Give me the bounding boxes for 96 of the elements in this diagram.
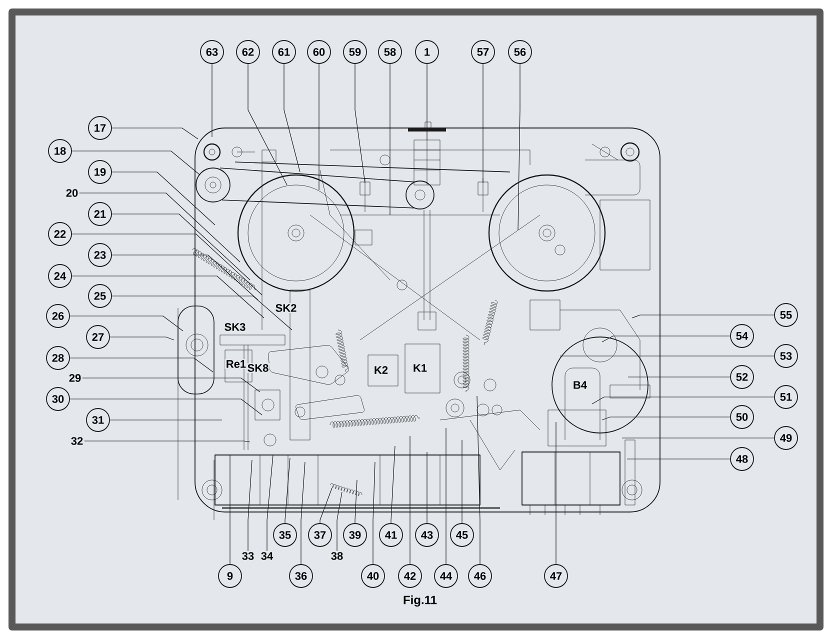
callout-number: 24 xyxy=(48,264,72,288)
part-label: B4 xyxy=(572,380,588,390)
leader-line xyxy=(602,416,730,420)
callout-number: 63 xyxy=(200,40,224,64)
callout-number: 31 xyxy=(86,408,110,432)
callout-number: 32 xyxy=(70,436,84,446)
leader-line xyxy=(476,396,480,564)
callout-number: 60 xyxy=(307,40,331,64)
leader-line xyxy=(632,314,774,318)
callout-number: 39 xyxy=(343,523,367,547)
part-label: SK2 xyxy=(274,303,298,313)
callout-number: 28 xyxy=(46,346,70,370)
callout-number: 44 xyxy=(434,564,458,588)
callout-number: 59 xyxy=(343,40,367,64)
leader-line xyxy=(72,234,262,296)
callout-number: 38 xyxy=(330,551,344,561)
callout-number: 48 xyxy=(730,447,754,471)
callout-number: 30 xyxy=(46,387,70,411)
leader-line xyxy=(112,172,216,226)
leader-line xyxy=(318,64,320,190)
callout-number: 29 xyxy=(68,373,82,383)
leader-line xyxy=(110,336,174,340)
callout-number: 17 xyxy=(88,116,112,140)
callout-number: 36 xyxy=(289,564,313,588)
callout-number: 58 xyxy=(378,40,402,64)
leader-line xyxy=(354,480,358,524)
callout-number: 56 xyxy=(508,40,532,64)
leader-line xyxy=(284,458,290,524)
leader-line xyxy=(82,378,260,392)
leader-line xyxy=(628,376,730,378)
callout-number: 54 xyxy=(730,324,754,348)
leader-line xyxy=(72,276,264,318)
leader-line xyxy=(112,296,292,330)
callout-number: 9 xyxy=(218,564,242,588)
callout-number: 25 xyxy=(88,284,112,308)
leader-line xyxy=(72,150,200,176)
callout-number: 19 xyxy=(88,160,112,184)
leader-line xyxy=(284,64,300,172)
leader-line xyxy=(592,396,774,404)
part-label: Re1 xyxy=(224,359,248,369)
callout-number: 27 xyxy=(86,325,110,349)
callout-number: 22 xyxy=(48,222,72,246)
leader-line xyxy=(84,440,250,442)
leader-line xyxy=(426,64,428,140)
leader-line xyxy=(248,64,288,186)
callout-number: 46 xyxy=(468,564,492,588)
callout-number: 20 xyxy=(64,188,80,198)
callout-number: 49 xyxy=(774,426,798,450)
leader-line xyxy=(248,460,252,552)
callout-number: 55 xyxy=(774,303,798,327)
callout-number: 57 xyxy=(471,40,495,64)
callout-number: 62 xyxy=(236,40,260,64)
leader-line xyxy=(112,128,198,140)
leader-line xyxy=(602,336,730,342)
callout-number: 34 xyxy=(260,551,274,561)
leader-line xyxy=(70,398,262,416)
part-label: SK3 xyxy=(223,322,247,332)
leader-line xyxy=(300,462,306,564)
callout-number: 33 xyxy=(240,551,256,561)
callout-number: 42 xyxy=(398,564,422,588)
leader-line xyxy=(320,488,332,524)
callout-number: 45 xyxy=(450,523,474,547)
leader-line xyxy=(70,316,184,332)
callout-number: 40 xyxy=(361,564,385,588)
callout-number: 43 xyxy=(415,523,439,547)
leader-line xyxy=(336,492,342,552)
leader-line xyxy=(426,452,428,524)
callout-number: 26 xyxy=(46,304,70,328)
callout-number: 18 xyxy=(48,139,72,163)
leader-line xyxy=(626,458,730,460)
callout-number: 51 xyxy=(774,385,798,409)
leader-line xyxy=(354,64,366,184)
part-label: K1 xyxy=(412,363,428,373)
callout-number: 53 xyxy=(774,344,798,368)
callout-number: 47 xyxy=(544,564,568,588)
callout-number: 35 xyxy=(273,523,297,547)
part-label: K2 xyxy=(372,365,390,375)
callout-number: 23 xyxy=(88,243,112,267)
leader-line xyxy=(266,454,274,552)
leader-line xyxy=(390,446,396,524)
leader-line xyxy=(372,462,376,564)
callout-number: 1 xyxy=(415,40,439,64)
leader-line xyxy=(482,64,484,184)
callout-number: 50 xyxy=(730,405,754,429)
callout-number: 41 xyxy=(379,523,403,547)
part-label: SK8 xyxy=(246,363,270,373)
callout-number: 37 xyxy=(308,523,332,547)
callout-number: 52 xyxy=(730,365,754,389)
figure-caption: Fig.11 xyxy=(404,595,437,607)
leader-line xyxy=(112,214,250,280)
leader-line xyxy=(70,358,214,372)
leader-line xyxy=(518,64,520,230)
leader-line xyxy=(112,254,258,300)
leader-line xyxy=(79,192,240,262)
callout-number: 61 xyxy=(272,40,296,64)
callout-number: 21 xyxy=(88,202,112,226)
